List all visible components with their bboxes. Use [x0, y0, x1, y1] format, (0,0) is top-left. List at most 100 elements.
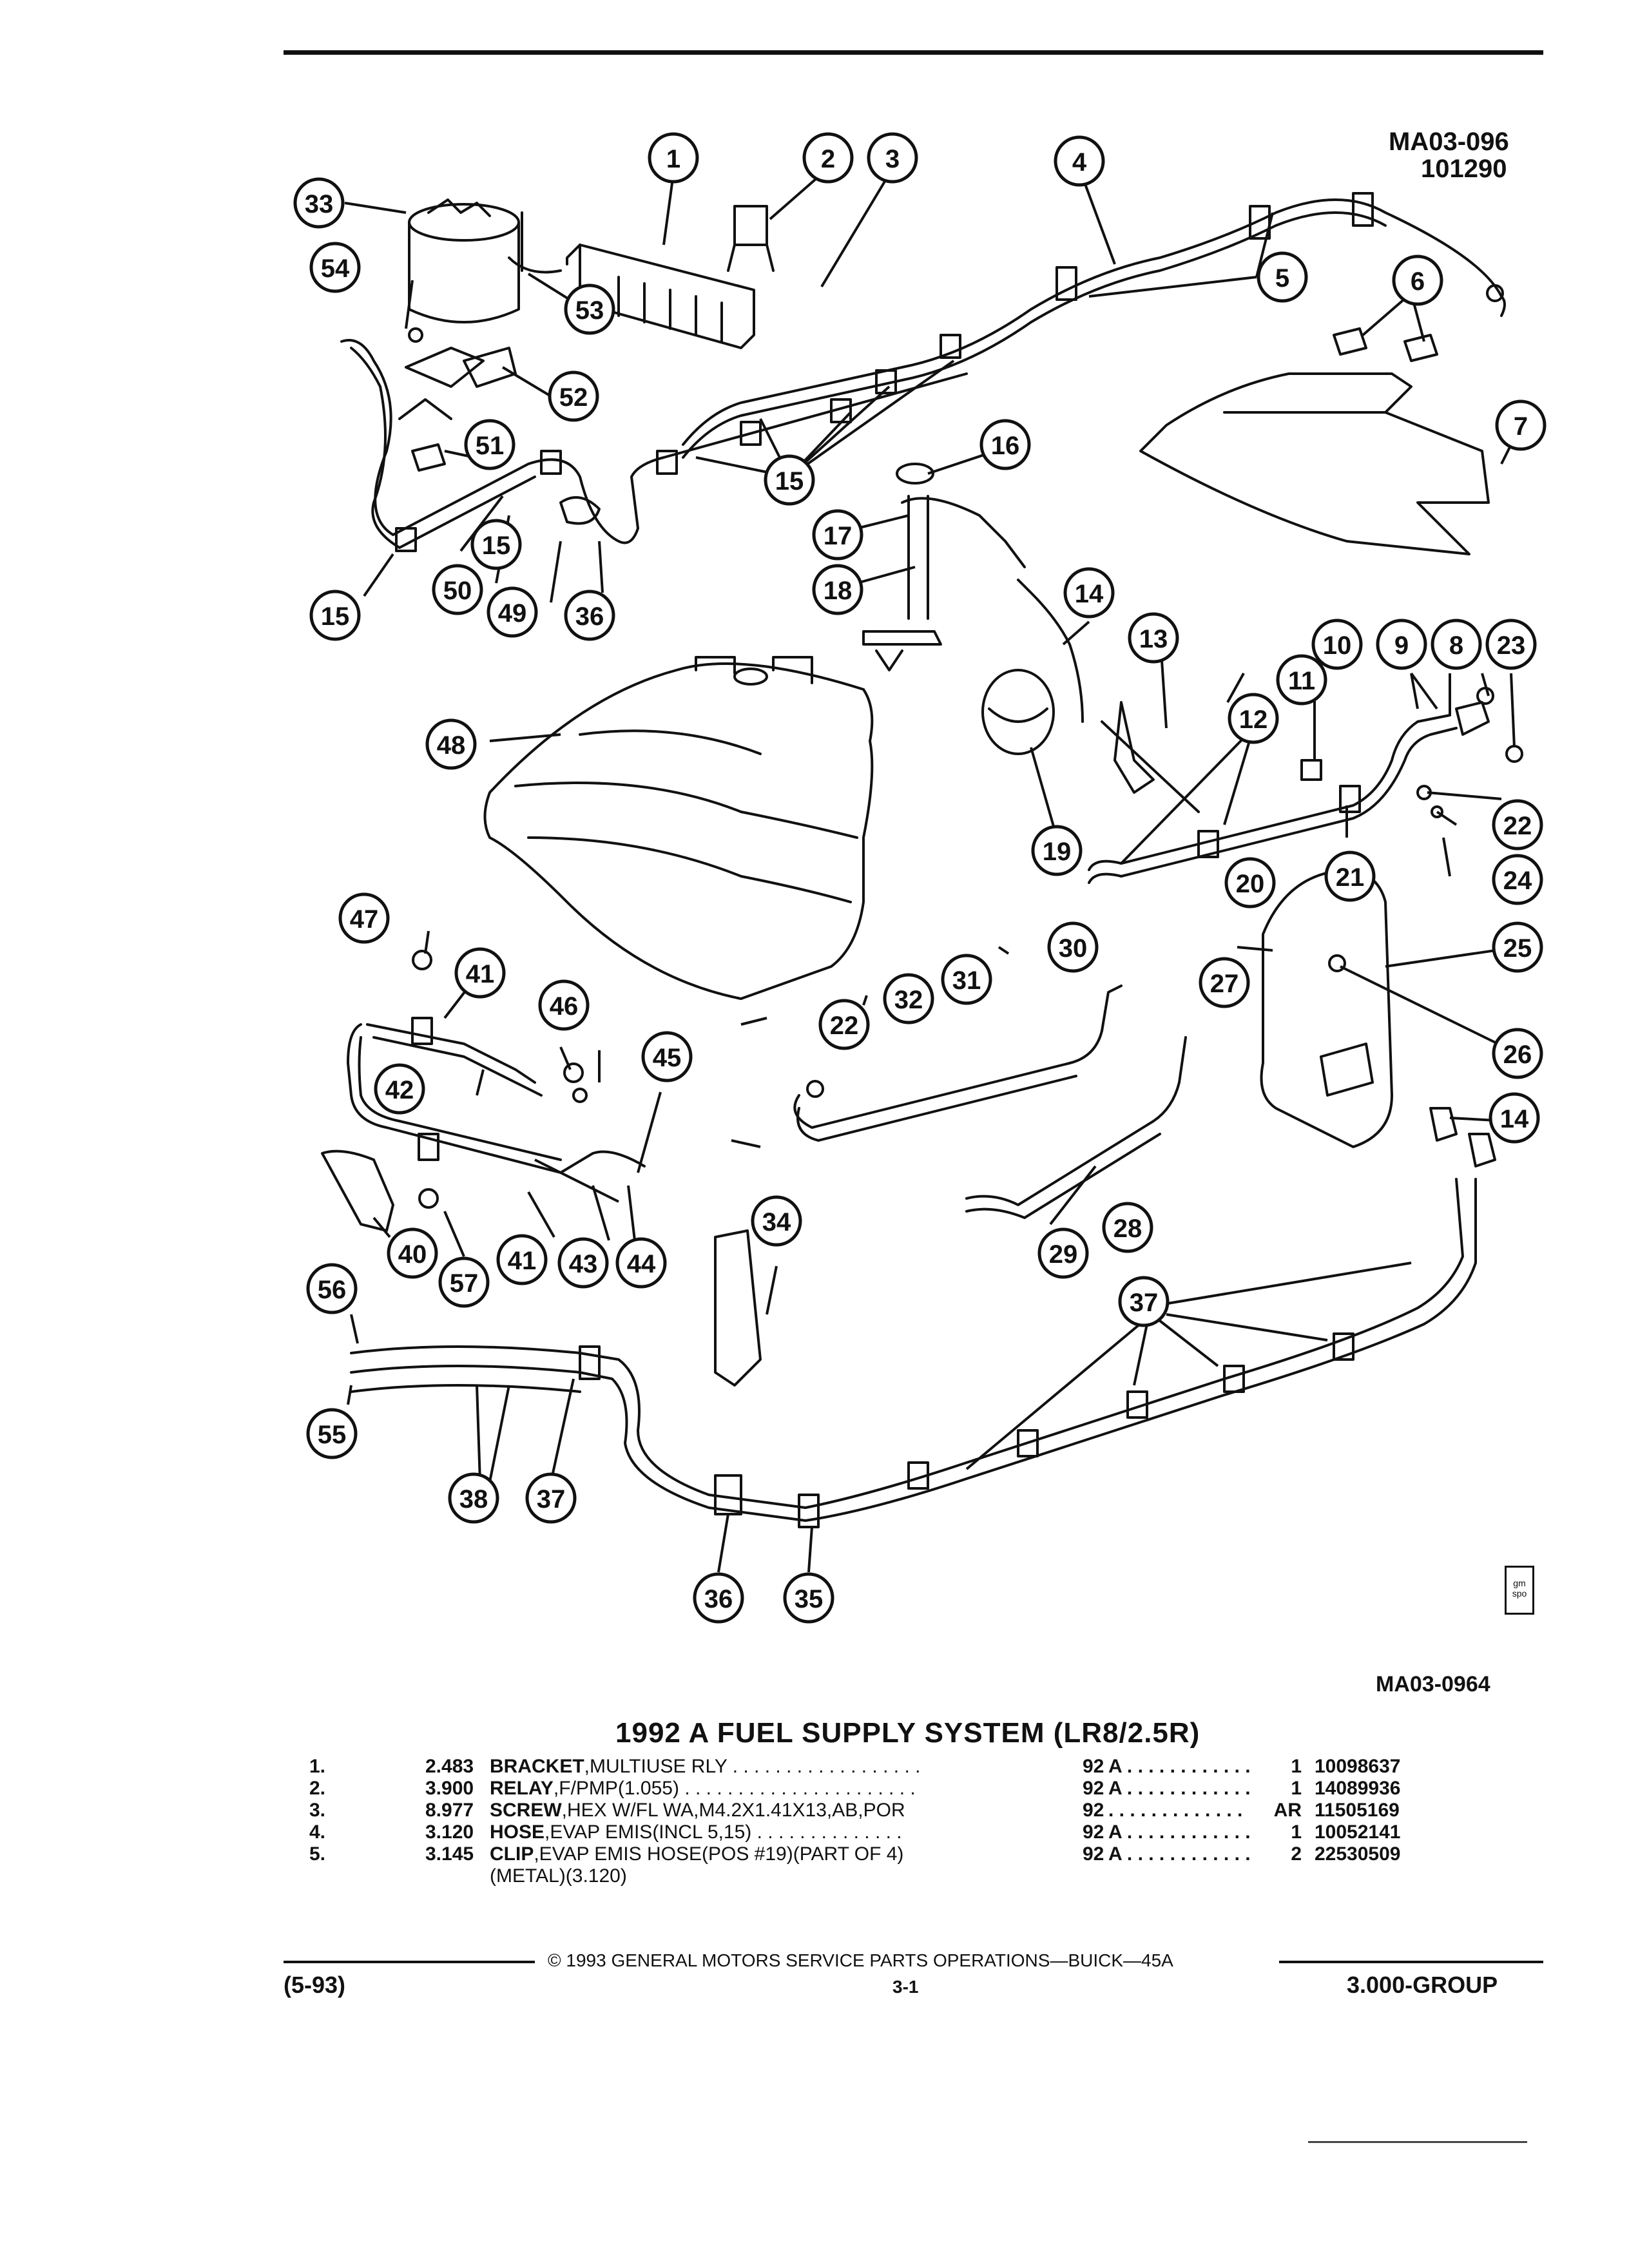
callout-20: [1224, 857, 1276, 908]
part-num: 5.: [309, 1843, 326, 1865]
part-num: 3.: [309, 1800, 326, 1821]
callout-36b: [693, 1572, 744, 1624]
model-code: A: [1108, 1843, 1122, 1865]
callout-label: 57: [450, 1269, 479, 1298]
callout-label: 26: [1503, 1041, 1532, 1069]
footer-rule-right: [1279, 1961, 1543, 1963]
callout-label: 6: [1411, 267, 1425, 296]
callout-label: 37: [537, 1485, 566, 1514]
part-detail: ,HEX W/FL WA,M4.2X1.41X13,AB,POR: [561, 1800, 905, 1821]
callout-label: 46: [550, 992, 579, 1021]
callout-32: [883, 973, 934, 1024]
fuel-system-exploded-diagram: 1 2 3 4 5 6 7 8 9 10 11 12 13 14 14 15 1…: [293, 132, 1547, 1624]
callout-17: [812, 509, 863, 561]
callout-31: [941, 954, 992, 1005]
callout-label: 2: [821, 145, 835, 173]
evap-canister-drawing: [408, 198, 562, 323]
part-num: 4.: [309, 1821, 326, 1843]
callout-label: 10: [1323, 631, 1352, 660]
callout-54: [309, 242, 361, 293]
callout-28: [1102, 1202, 1153, 1253]
callout-24: [1492, 854, 1543, 905]
callout-41: [454, 947, 506, 999]
callout-label: 49: [498, 599, 527, 628]
callout-7: [1495, 399, 1547, 451]
vent-valve-drawing: [981, 669, 1200, 813]
part-num: 1.: [309, 1756, 326, 1777]
part-number: 22530509: [1315, 1843, 1401, 1865]
part-year: 92: [1083, 1821, 1104, 1843]
callout-bubbles: [293, 132, 1547, 1624]
callout-label: 43: [569, 1250, 598, 1278]
callout-21: [1324, 850, 1376, 902]
callout-53: [564, 284, 615, 335]
part-model: . . . . . . . . . . . . .: [1108, 1800, 1263, 1821]
footer-rule-left: [284, 1961, 535, 1963]
callout-label: 47: [350, 905, 379, 934]
callout-label: 28: [1113, 1215, 1142, 1243]
part-detail: ,MULTIUSE RLY: [584, 1756, 728, 1777]
parts-row: 3. 8.977 SCREW,HEX W/FL WA,M4.2X1.41X13,…: [309, 1800, 1431, 1821]
part-code: 3.145: [425, 1843, 474, 1865]
parts-row: 4. 3.120 HOSE,EVAP EMIS(INCL 5,15) . . .…: [309, 1821, 1431, 1843]
callout-37: [1118, 1276, 1170, 1327]
callout-label: 31: [952, 966, 981, 995]
callout-23: [1485, 619, 1537, 670]
callout-9: [1376, 619, 1427, 670]
part-code: 3.120: [425, 1821, 474, 1843]
callout-15: [309, 590, 361, 641]
callout-37b: [525, 1472, 577, 1524]
model-code: A: [1108, 1821, 1122, 1843]
callout-label: 27: [1210, 970, 1239, 998]
part-number: 14089936: [1315, 1778, 1401, 1799]
part-qty: 1: [1291, 1778, 1302, 1799]
part-name: CLIP: [490, 1843, 534, 1865]
part-year: 92: [1083, 1843, 1104, 1865]
callout-labels: 1 2 3 4 5 6 7 8 9 10 11 12 13 14 14 15 1…: [305, 145, 1532, 1613]
part-year: 92: [1083, 1756, 1104, 1777]
leader-dots: . . . . . . . . . . . . . . . . . .: [727, 1756, 921, 1777]
callout-label: 37: [1130, 1289, 1159, 1317]
part-name: SCREW: [490, 1800, 562, 1821]
callout-30: [1047, 921, 1099, 973]
callout-label: 22: [1503, 812, 1532, 840]
callout-label: 18: [824, 577, 853, 605]
part-model: A . . . . . . . . . . . .: [1108, 1821, 1263, 1843]
callout-26: [1492, 1028, 1543, 1079]
leader-dots: . . . . . . . . . . . . .: [1108, 1800, 1243, 1821]
callout-56: [306, 1263, 358, 1314]
leader-dots: . . . . . . . . . . . . . .: [751, 1821, 902, 1843]
callout-label: 21: [1336, 863, 1365, 892]
callout-19: [1031, 825, 1083, 876]
callout-label: 36: [704, 1585, 733, 1613]
figure-code: MA03-0964: [1376, 1672, 1490, 1696]
callout-13: [1128, 612, 1179, 664]
callout-43: [557, 1237, 609, 1289]
part-qty: 1: [1291, 1821, 1302, 1843]
callout-label: 29: [1049, 1240, 1078, 1269]
model-code: A: [1108, 1778, 1122, 1799]
callout-label: 44: [627, 1250, 656, 1278]
part-name: BRACKET: [490, 1756, 584, 1777]
parts-list: 1. 2.483 BRACKET,MULTIUSE RLY . . . . . …: [309, 1756, 1431, 1887]
callout-label: 55: [318, 1421, 347, 1449]
part-desc: BRACKET,MULTIUSE RLY . . . . . . . . . .…: [490, 1756, 1083, 1778]
callout-14b: [1489, 1092, 1540, 1144]
insulator-drawing: [1139, 284, 1504, 555]
callout-label: 36: [575, 602, 604, 631]
callout-label: 30: [1059, 934, 1088, 963]
callout-29: [1037, 1227, 1089, 1279]
leader-dots: . . . . . . . . . . . .: [1121, 1778, 1251, 1799]
callout-label: 3: [885, 145, 900, 173]
callout-label: 52: [559, 383, 588, 412]
part-name: RELAY: [490, 1778, 554, 1799]
fuel-tank-drawing: [483, 656, 874, 1000]
part-code: 2.483: [425, 1756, 474, 1777]
part-desc: HOSE,EVAP EMIS(INCL 5,15) . . . . . . . …: [490, 1821, 1083, 1843]
callout-label: 5: [1275, 264, 1289, 293]
callout-label: 13: [1139, 625, 1168, 653]
top-rule: [284, 50, 1543, 55]
model-code: A: [1108, 1756, 1122, 1777]
callout-label: 51: [476, 432, 505, 460]
copyright-line: © 1993 GENERAL MOTORS SERVICE PARTS OPER…: [548, 1950, 1173, 1970]
